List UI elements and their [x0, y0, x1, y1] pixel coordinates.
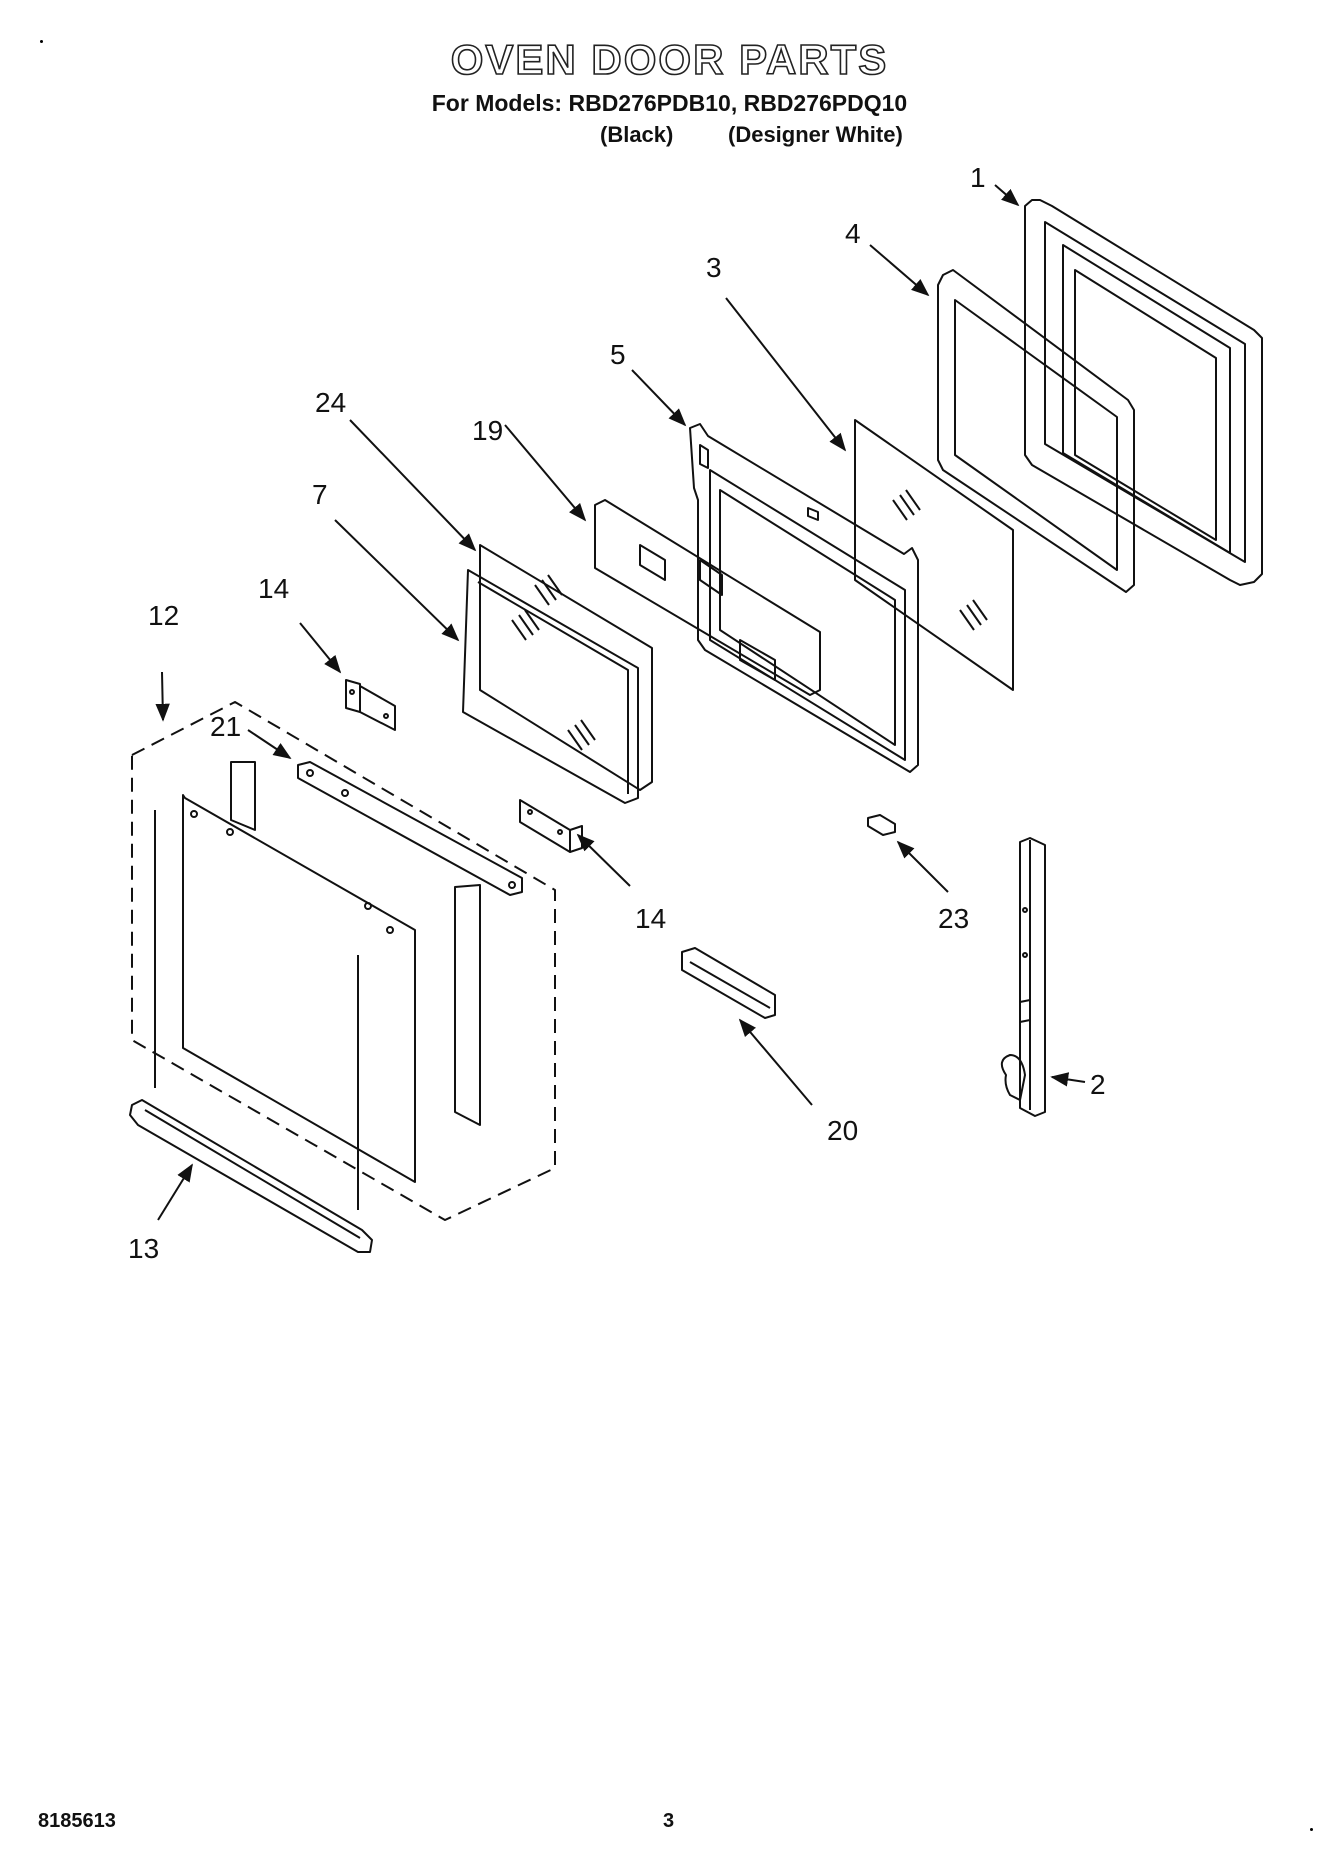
variant-white: (Designer White) [728, 122, 903, 147]
part-vent-trim-20 [681, 947, 776, 1019]
page-number: 3 [663, 1810, 675, 1832]
part-glass-panel-3 [854, 419, 1014, 691]
models-line: For Models: RBD276PDB10, RBD276PDQ10 [431, 90, 908, 116]
callout-12: 12 [148, 600, 179, 631]
callout-numbers: 1 2 3 4 5 7 12 13 14 14 19 20 21 23 24 [128, 162, 1106, 1264]
callout-14a: 14 [258, 573, 289, 604]
part-clip-23 [867, 814, 896, 836]
part-heat-shield [594, 499, 821, 696]
corner-mark [40, 40, 43, 43]
callout-1: 1 [970, 162, 986, 193]
callout-14b: 14 [635, 903, 666, 934]
part-side-strips [230, 761, 481, 1126]
callout-21: 21 [210, 711, 241, 742]
part-trim-strip-21 [297, 761, 523, 896]
part-inner-liner [689, 423, 919, 773]
leader-arrows [155, 184, 1086, 1221]
part-door-frame [937, 269, 1135, 593]
callout-2: 2 [1090, 1069, 1106, 1100]
callout-23: 23 [938, 903, 969, 934]
corner-mark [1310, 1828, 1313, 1831]
part-bracket-14-upper [345, 679, 396, 731]
callout-3: 3 [706, 252, 722, 283]
callout-24: 24 [315, 387, 346, 418]
part-outer-door-panel [1024, 199, 1263, 586]
part-bracket-14-lower [519, 799, 583, 853]
doc-number: 8185613 [38, 1810, 116, 1832]
callout-5: 5 [610, 339, 626, 370]
callout-4: 4 [845, 218, 861, 249]
part-hinge-2 [1000, 837, 1046, 1117]
page-title: OVEN DOOR PARTS [450, 35, 889, 84]
callout-7: 7 [312, 479, 328, 510]
part-bottom-trim-13 [129, 1099, 373, 1253]
part-inner-glass-24 [479, 544, 653, 791]
part-door-glass [154, 794, 416, 1210]
part-window-glass-7 [462, 569, 639, 804]
callout-19: 19 [472, 415, 503, 446]
part-door-assembly-dashed [131, 701, 556, 1221]
callout-20: 20 [827, 1115, 858, 1146]
variant-black: (Black) [600, 122, 674, 147]
callout-13: 13 [128, 1233, 159, 1264]
